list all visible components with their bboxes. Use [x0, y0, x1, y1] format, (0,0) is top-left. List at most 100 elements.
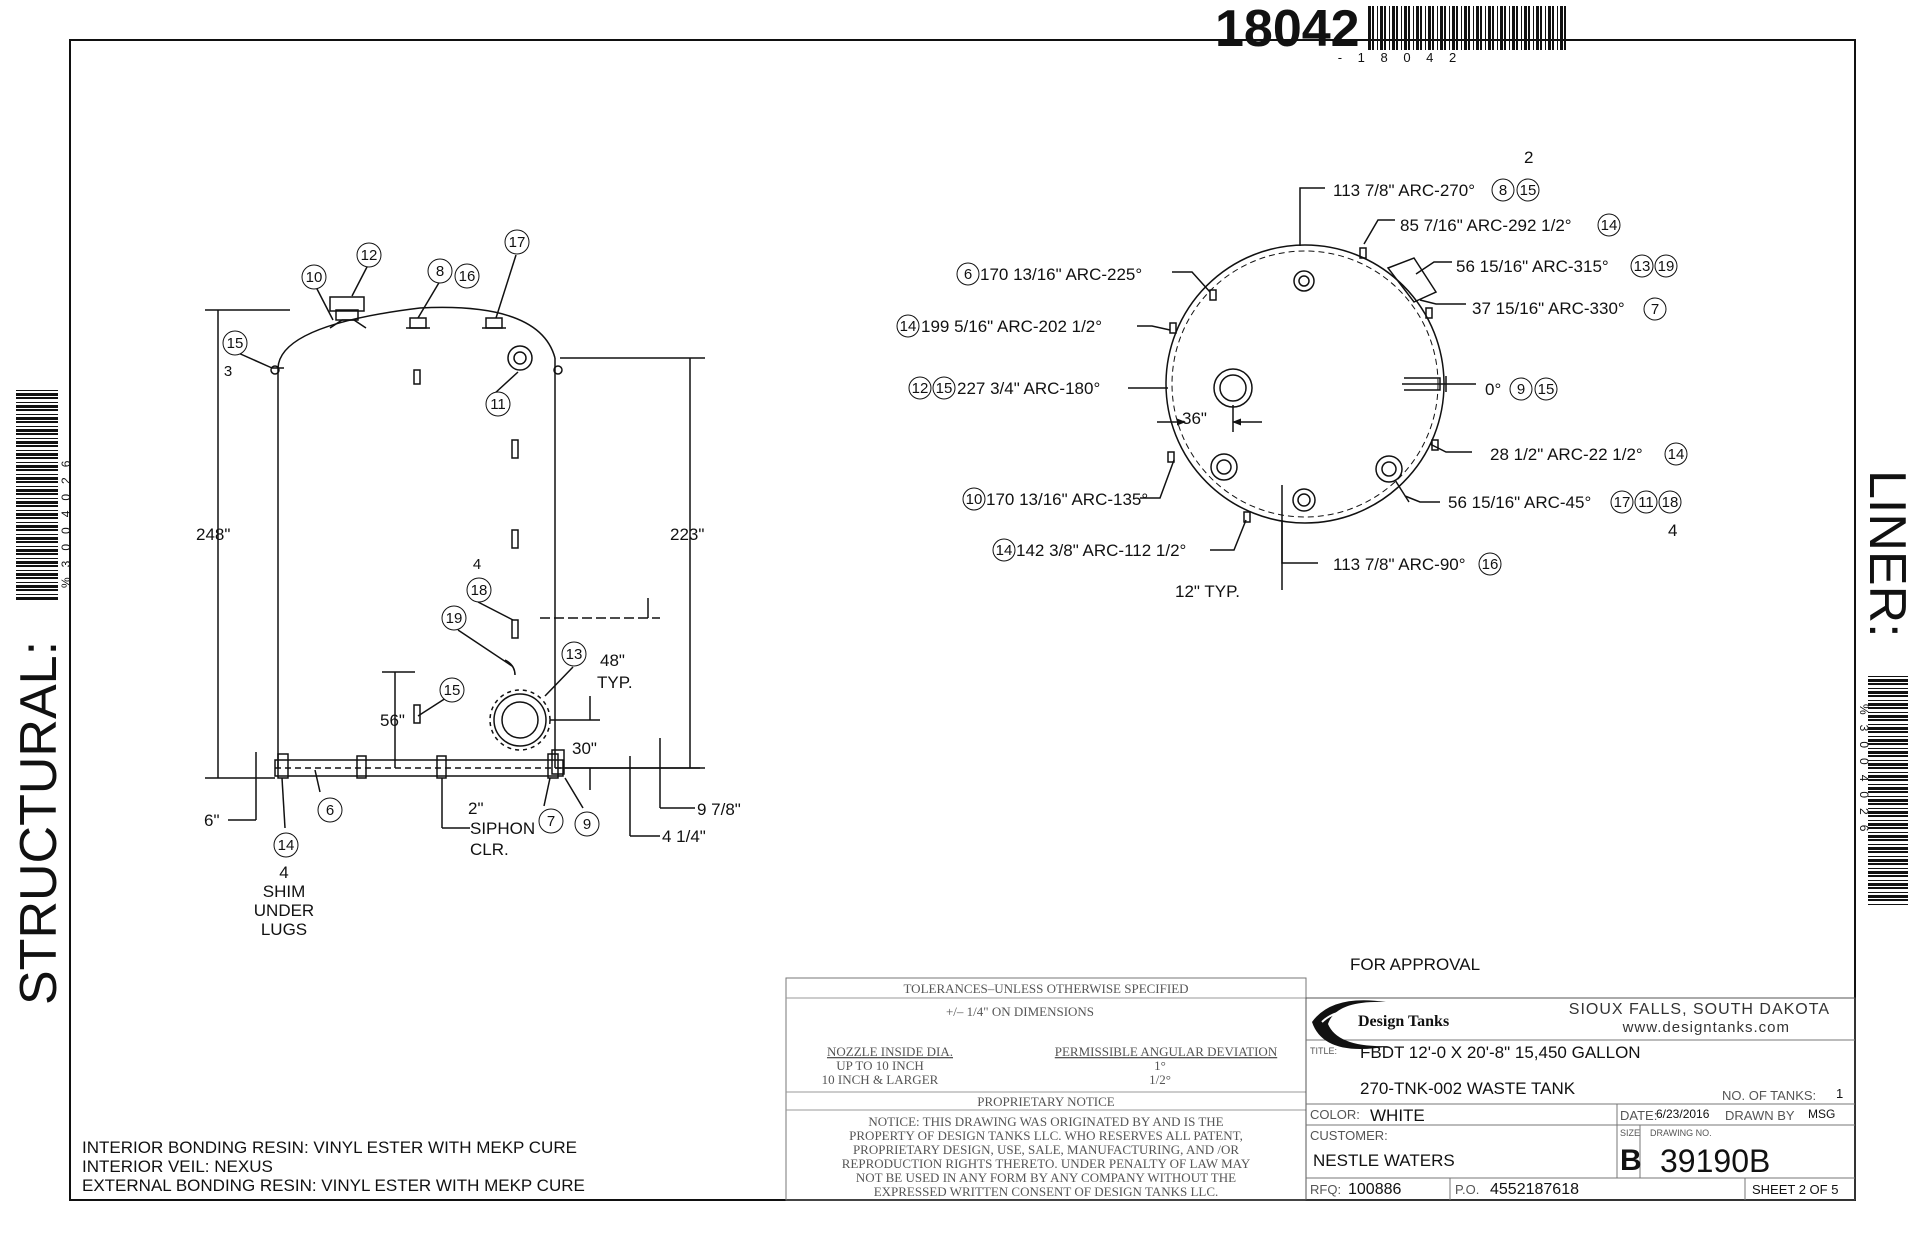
- barcode-bar: [16, 525, 58, 528]
- barcode-bar: [16, 421, 58, 423]
- barcode-bar: [1380, 6, 1383, 50]
- plan-callout-11: 11: [1634, 490, 1658, 514]
- label-arc-112: 142 3/8" ARC-112 1/2°: [1016, 541, 1186, 560]
- callout-19: 19: [441, 605, 467, 631]
- plan-callout-7: 7: [1643, 297, 1667, 321]
- barcode-bar: [16, 529, 58, 531]
- label-arc-315: 56 15/16" ARC-315°: [1456, 257, 1609, 276]
- barcode-bar: [1401, 6, 1402, 50]
- callout-6: 6: [317, 797, 343, 823]
- callout-14: 14: [273, 832, 299, 858]
- tolerance-col2-heading: PERMISSIBLE ANGULAR DEVIATION: [1055, 1044, 1278, 1059]
- barcode-bar: [16, 565, 58, 567]
- barcode-bar: [1473, 6, 1474, 50]
- barcode-bar: [16, 441, 58, 444]
- barcode-bar: [16, 549, 58, 552]
- barcode-bar: [1868, 707, 1908, 709]
- plan-callout-15-c: 15: [932, 376, 956, 400]
- plan-callout-14-d: 14: [896, 314, 920, 338]
- barcode-bar: [1868, 863, 1908, 865]
- barcode-bar: [1868, 835, 1908, 838]
- barcode-bar: [1464, 6, 1467, 50]
- company-location: SIOUX FALLS, SOUTH DAKOTA: [1569, 1001, 1830, 1018]
- manway-flange: [493, 693, 547, 747]
- label-arc-90: 113 7/8" ARC-90°: [1333, 555, 1466, 574]
- barcode-bar: [1868, 755, 1908, 757]
- barcode-bar: [1497, 6, 1498, 50]
- callout-11: 11: [485, 391, 511, 417]
- barcode-bar: [16, 493, 58, 495]
- barcode-bar: [1868, 820, 1908, 821]
- liner-label: LINER:: [1858, 470, 1916, 638]
- plan-callout-14-b: 14: [1664, 442, 1688, 466]
- barcode-bar: [1868, 875, 1908, 877]
- barcode-bar: [16, 429, 58, 432]
- barcode-bar: [1868, 763, 1908, 766]
- plan-callout-19: 19: [1654, 254, 1678, 278]
- drawing-border: [69, 39, 1856, 1201]
- barcode-bar: [1868, 823, 1908, 826]
- design-tanks-logo: Design Tanks: [1312, 1000, 1449, 1049]
- svg-text:10: 10: [306, 269, 323, 286]
- right-barcode: [1868, 676, 1908, 905]
- barcode-bar: [1540, 6, 1542, 50]
- svg-text:15: 15: [227, 335, 244, 352]
- dim-36: 36": [1182, 409, 1207, 428]
- barcode-bar: [16, 402, 58, 403]
- qty-4-plan: 4: [1668, 521, 1677, 540]
- title-line-1: FBDT 12'-0 X 20'-8" 15,450 GALLON: [1360, 1043, 1641, 1062]
- callout-15-mid: 15: [439, 677, 465, 703]
- barcode-bar: [1468, 6, 1470, 50]
- barcode-bar: [1545, 6, 1546, 50]
- barcode-bar: [1868, 748, 1908, 749]
- dim-248: 248": [196, 525, 230, 544]
- barcode-bar: [1533, 6, 1534, 50]
- barcode-bar: [1452, 6, 1455, 50]
- barcode-bar: [16, 474, 58, 475]
- resin-line-3: EXTERNAL BONDING RESIN: VINYL ESTER WITH…: [82, 1176, 585, 1195]
- barcode-bar: [1492, 6, 1494, 50]
- barcode-bar: [1368, 6, 1371, 50]
- barcode-bar: [1868, 803, 1908, 805]
- dim-12-typ: 12" TYP.: [1175, 582, 1240, 601]
- file-number: 18042: [1215, 0, 1360, 58]
- date-value: 6/23/2016: [1656, 1107, 1710, 1121]
- notice-line-3: PROPRIETARY DESIGN, USE, SALE, MANUFACTU…: [853, 1142, 1239, 1157]
- barcode-bar: [1548, 6, 1551, 50]
- left-barcode-text: %3004026: [59, 451, 73, 588]
- po-label: P.O.: [1455, 1182, 1479, 1197]
- barcode-bar: [1868, 791, 1908, 793]
- callout-9: 9: [574, 811, 600, 837]
- barcode-bar: [16, 393, 58, 396]
- label-arc-330: 37 15/16" ARC-330°: [1472, 299, 1625, 318]
- barcode-bar: [1372, 6, 1374, 50]
- notice-line-6: EXPRESSED WRITTEN CONSENT OF DESIGN TANK…: [874, 1184, 1219, 1199]
- barcode-bar: [16, 597, 58, 600]
- plan-labels: 113 7/8" ARC-270° 85 7/16" ARC-292 1/2° …: [921, 148, 1677, 601]
- barcode-bar: [1420, 6, 1422, 50]
- barcode-bar: [16, 390, 58, 391]
- svg-text:17: 17: [509, 234, 526, 251]
- svg-text:15: 15: [444, 682, 461, 699]
- color-value: WHITE: [1370, 1106, 1425, 1125]
- barcode-bar: [16, 582, 58, 583]
- svg-text:16: 16: [459, 268, 476, 285]
- barcode-bar: [16, 558, 58, 559]
- notice-line-4: REPRODUCTION RIGHTS THERETO. UNDER PENAL…: [842, 1156, 1251, 1171]
- barcode-bar: [1868, 787, 1908, 790]
- resin-notes: INTERIOR BONDING RESIN: VINYL ESTER WITH…: [82, 1138, 585, 1195]
- barcode-bar: [16, 465, 58, 468]
- shim-line-3: UNDER: [254, 901, 314, 920]
- label-arc-202: 199 5/16" ARC-202 1/2°: [921, 317, 1102, 336]
- notice-line-1: NOTICE: THIS DRAWING WAS ORIGINATED BY A…: [868, 1114, 1223, 1129]
- barcode-bar: [1868, 731, 1908, 733]
- barcode-bar: [1868, 703, 1908, 706]
- barcode-bar: [1868, 700, 1908, 701]
- barcode-bar: [1377, 6, 1378, 50]
- plan-callout-15-a: 15: [1516, 178, 1540, 202]
- barcode-bar: [1536, 6, 1539, 50]
- tanks-label: NO. OF TANKS:: [1722, 1088, 1816, 1103]
- barcode-bar: [1868, 899, 1908, 901]
- tolerance-dimensions: +/– 1/4" ON DIMENSIONS: [946, 1004, 1094, 1019]
- dim-30: 30": [572, 739, 597, 758]
